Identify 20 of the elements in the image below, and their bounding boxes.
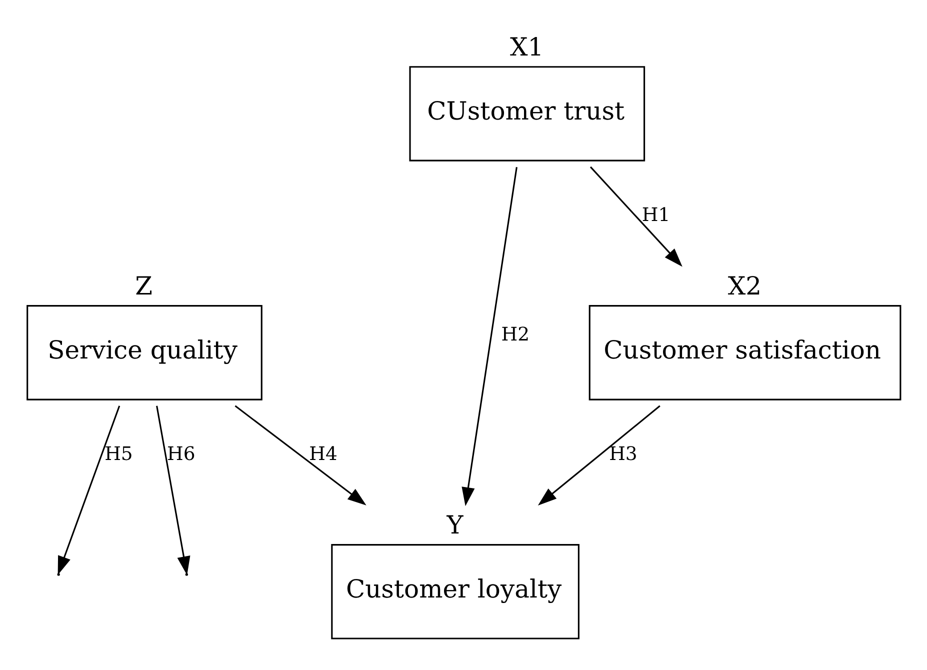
node-box: Service quality [26,304,262,400]
edge-label: H6 [167,443,196,464]
arrow [156,405,190,575]
node-label: X1 [510,32,544,62]
arrow [590,166,682,266]
node-box: CUstomer trust [409,66,646,161]
arrow [538,404,660,505]
arrow [234,404,366,505]
node-label: X2 [728,271,762,300]
edge-label: H3 [609,443,638,464]
node-box: Customer loyalty [331,544,580,639]
arrow [462,166,518,506]
edge-label: H1 [642,204,670,226]
arrow [58,405,120,575]
node-box: Customer satisfaction [588,304,902,400]
edge-label: H2 [501,324,530,345]
node-label: Y [446,510,464,540]
edge-label: H4 [309,443,338,464]
edge-label: H5 [104,443,133,464]
node-label: Z [135,271,152,300]
